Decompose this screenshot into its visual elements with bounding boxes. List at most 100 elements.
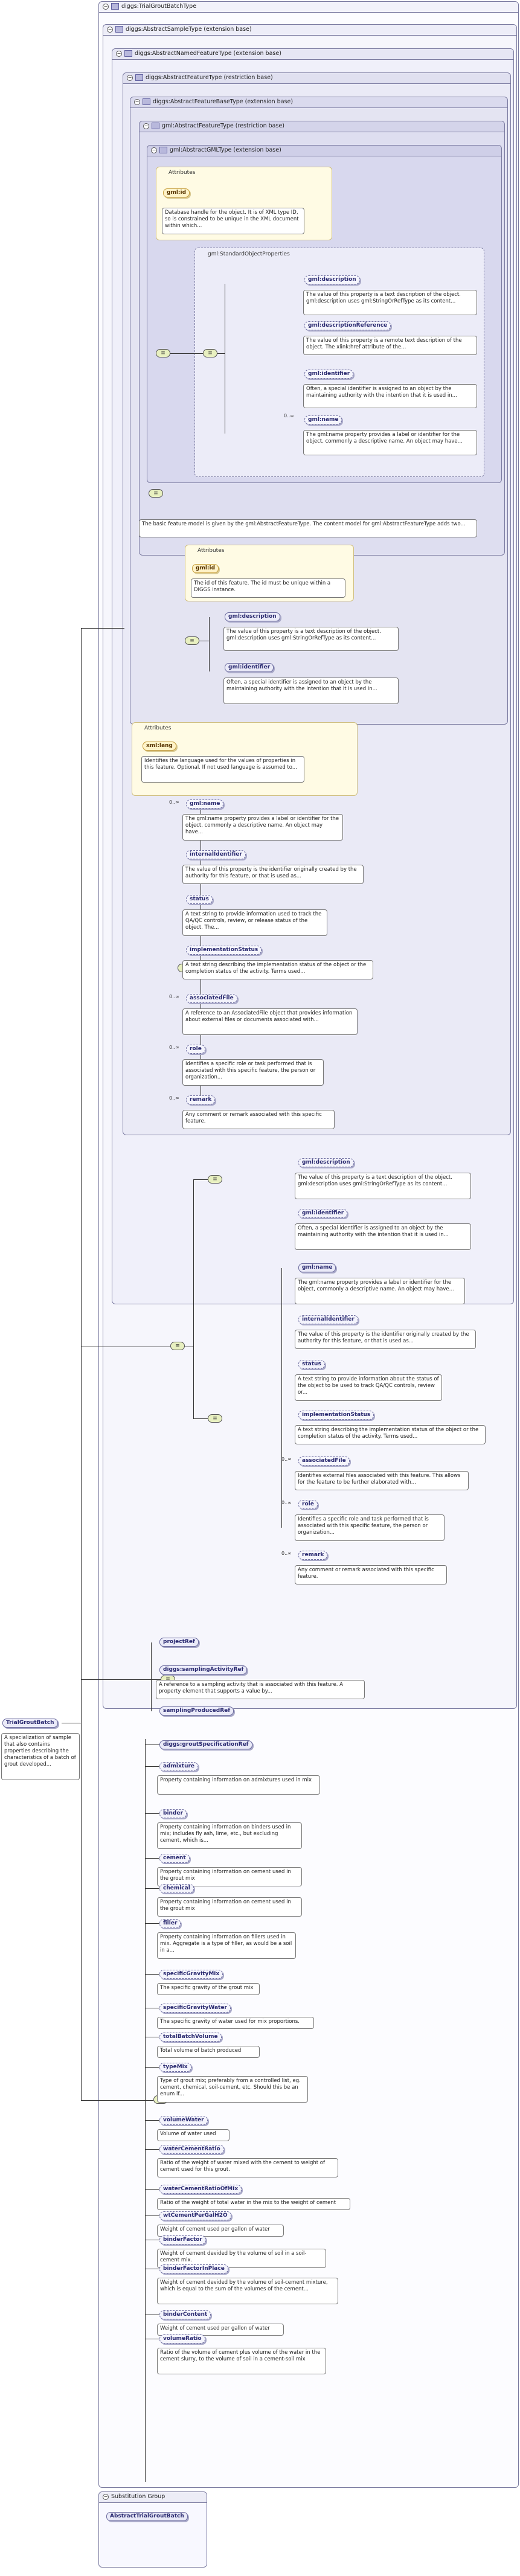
connector <box>145 1766 159 1767</box>
property-totalbatchvolume[interactable]: totalBatchVolume <box>159 2033 222 2042</box>
attributes-label: Attributes <box>169 170 196 176</box>
element-implementationstatus[interactable]: implementationStatus <box>186 946 262 955</box>
type-icon <box>152 123 159 129</box>
element-gml-identifier[interactable]: gml:identifier <box>304 370 354 379</box>
element-implementationstatus[interactable]: implementationStatus <box>298 1411 374 1420</box>
element-samplingactivityref[interactable]: diggs:samplingActivityRef <box>159 1665 248 1674</box>
connector <box>145 1739 146 2482</box>
attribute-xml-lang[interactable]: xml:lang <box>143 742 176 751</box>
property-cement[interactable]: cement <box>159 1854 190 1863</box>
type-header: −diggs:AbstractFeatureType (restriction … <box>123 73 510 84</box>
element-associatedfile[interactable]: associatedFile <box>298 1456 350 1466</box>
collapse-icon[interactable]: − <box>134 98 140 105</box>
connector <box>145 1813 159 1814</box>
property-specificgravitywater[interactable]: specificGravityWater <box>159 2004 231 2013</box>
property-wtcementpergalh2o[interactable]: wtCementPerGalH2O <box>159 2211 231 2220</box>
element-gml-identifier[interactable]: gml:identifier <box>225 663 274 672</box>
group-title: gml:StandardObjectProperties <box>208 251 290 257</box>
property-typemix[interactable]: typeMix <box>159 2063 191 2072</box>
property-filler[interactable]: filler <box>159 1919 181 1928</box>
element-role[interactable]: role <box>186 1045 205 1054</box>
property-diggs-groutspecificationref[interactable]: diggs:groutSpecificationRef <box>159 1740 252 1749</box>
doc-role: Identifies a specific role or task perfo… <box>182 1059 324 1086</box>
doc-gml-descriptionreference: The value of this property is a remote t… <box>303 336 477 355</box>
element-role[interactable]: role <box>298 1500 318 1509</box>
type-header: −diggs:AbstractFeatureBaseType (extensio… <box>130 97 507 108</box>
element-samplingproducedref[interactable]: samplingProducedRef <box>159 1706 234 1716</box>
doc-chemical: Property containing information on cemen… <box>157 1897 302 1917</box>
multiplicity: 0..∞ <box>169 1095 179 1101</box>
element-gml-description[interactable]: gml:description <box>298 1158 354 1167</box>
attributes-label: Attributes <box>144 725 172 731</box>
property-binderfactor[interactable]: binderFactor <box>159 2235 206 2244</box>
element-gml-description[interactable]: gml:description <box>225 612 280 621</box>
doc-filler: Property containing information on fille… <box>157 1932 296 1959</box>
collapse-icon[interactable]: − <box>127 74 133 81</box>
doc-gml-id: Database handle for the object. It is of… <box>162 208 304 234</box>
connector <box>170 353 203 354</box>
collapse-icon[interactable]: − <box>103 3 109 10</box>
doc-remark: Any comment or remark associated with th… <box>182 1110 335 1129</box>
collapse-icon[interactable]: − <box>103 2493 109 2500</box>
property-admixture[interactable]: admixture <box>159 1762 199 1771</box>
collapse-icon[interactable]: − <box>143 123 149 129</box>
property-binderfactorinplace[interactable]: binderFactorInPlace <box>159 2264 228 2273</box>
doc-gml-description: The value of this property is a text des… <box>295 1173 471 1199</box>
element-status[interactable]: status <box>186 895 213 904</box>
element-remark[interactable]: remark <box>298 1551 328 1560</box>
element-gml-name[interactable]: gml:name <box>186 799 224 809</box>
collapse-icon[interactable]: − <box>116 50 122 57</box>
connector <box>145 1923 159 1924</box>
element-associatedfile[interactable]: associatedFile <box>186 994 237 1003</box>
doc-totalbatchvolume: Total volume of batch produced <box>157 2046 260 2058</box>
substitution-item[interactable]: AbstractTrialGroutBatch <box>106 2512 188 2521</box>
multiplicity: 0..∞ <box>169 994 179 999</box>
connector <box>145 1974 159 1975</box>
element-gml-identifier[interactable]: gml:identifier <box>298 1209 348 1218</box>
property-volumeratio[interactable]: volumeRatio <box>159 2334 205 2344</box>
element-gml-name[interactable]: gml:name <box>298 1263 336 1272</box>
element-gml-name[interactable]: gml:name <box>304 415 342 425</box>
property-binder[interactable]: binder <box>159 1809 187 1818</box>
connector <box>193 1179 208 1180</box>
sequence-icon: ≡ <box>156 349 170 357</box>
connector <box>81 1679 161 1680</box>
element-remark[interactable]: remark <box>186 1095 216 1104</box>
property-specificgravitymix[interactable]: specificGravityMix <box>159 1970 223 1979</box>
element-internalidentifier[interactable]: internalIdentifier <box>298 1315 358 1324</box>
doc-gml-name: The gml:name property provides a label o… <box>295 1278 465 1304</box>
type-header: −gml:AbstractGMLType (extension base) <box>147 146 501 156</box>
property-watercementratioofmix[interactable]: waterCementRatioOfMix <box>159 2185 242 2194</box>
property-bindercontent[interactable]: binderContent <box>159 2310 211 2319</box>
collapse-icon[interactable]: − <box>107 26 113 33</box>
connector <box>145 2067 159 2068</box>
element-internalidentifier[interactable]: internalIdentifier <box>186 850 246 859</box>
connector <box>145 1888 159 1889</box>
doc-samplingactivityref: A reference to a sampling activity that … <box>156 1680 365 1699</box>
element-gml-descriptionreference[interactable]: gml:descriptionReference <box>304 321 391 330</box>
type-header: −diggs:AbstractNamedFeatureType (extensi… <box>112 49 513 60</box>
element-projectref[interactable]: projectRef <box>159 1638 199 1647</box>
attribute-gml-id[interactable]: gml:id <box>192 564 219 573</box>
sequence-icon: ≡ <box>203 349 217 357</box>
doc-wtcementpergalh2o: Weight of cement used per gallon of wate… <box>157 2225 284 2237</box>
substitution-header: −Substitution Group <box>99 2492 207 2503</box>
connector <box>193 1418 208 1419</box>
property-chemical[interactable]: chemical <box>159 1884 194 1893</box>
doc-watercementratioofmix: Ratio of the weight of total water in th… <box>157 2198 350 2210</box>
attribute-gml-id[interactable]: gml:id <box>163 188 190 197</box>
doc-gml-name: The gml:name property provides a label o… <box>303 430 477 455</box>
doc-gml-id: The id of this feature. The id must be u… <box>191 578 345 598</box>
element-gml-description[interactable]: gml:description <box>304 275 360 284</box>
property-volumewater[interactable]: volumeWater <box>159 2116 208 2125</box>
connector <box>217 353 225 354</box>
collapse-icon[interactable]: − <box>151 147 157 153</box>
doc-gml-name: The gml:name property provides a label o… <box>182 814 343 841</box>
root-element-trialgroutbatch[interactable]: TrialGroutBatch <box>2 1719 58 1728</box>
type-icon <box>135 74 143 81</box>
element-status[interactable]: status <box>298 1360 325 1369</box>
doc-xml-lang: Identifies the language used for the val… <box>141 756 304 783</box>
property-watercementratio[interactable]: waterCementRatio <box>159 2145 224 2154</box>
multiplicity: 0..∞ <box>281 1500 292 1505</box>
type-header: −diggs:TrialGroutBatchType <box>99 2 518 13</box>
